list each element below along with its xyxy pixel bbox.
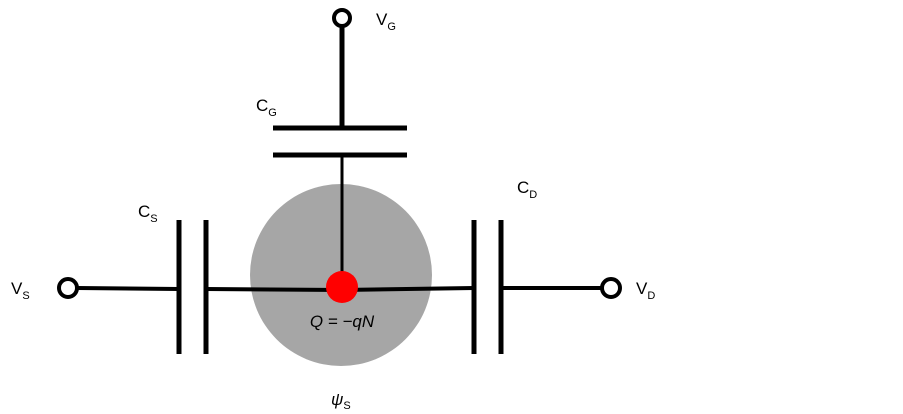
source-terminal[interactable] (57, 277, 79, 299)
gate-capacitance-label: CG (256, 96, 277, 119)
gate-voltage-label: VG (376, 10, 396, 33)
source-wire (76, 286, 180, 291)
source-capacitance-label: CS (138, 202, 158, 225)
source-island-wire (205, 287, 343, 292)
drain-terminal[interactable] (600, 277, 622, 299)
charge-dot (326, 271, 358, 303)
drain-island-wire (341, 286, 475, 292)
drain-voltage-label: VD (636, 279, 655, 302)
charge-label: Q = −qN (310, 312, 375, 331)
drain-capacitance-label: CD (517, 178, 537, 201)
island-potential-label: ψS (331, 390, 351, 412)
gate-terminal[interactable] (332, 8, 352, 28)
source-voltage-label: VS (11, 279, 30, 302)
